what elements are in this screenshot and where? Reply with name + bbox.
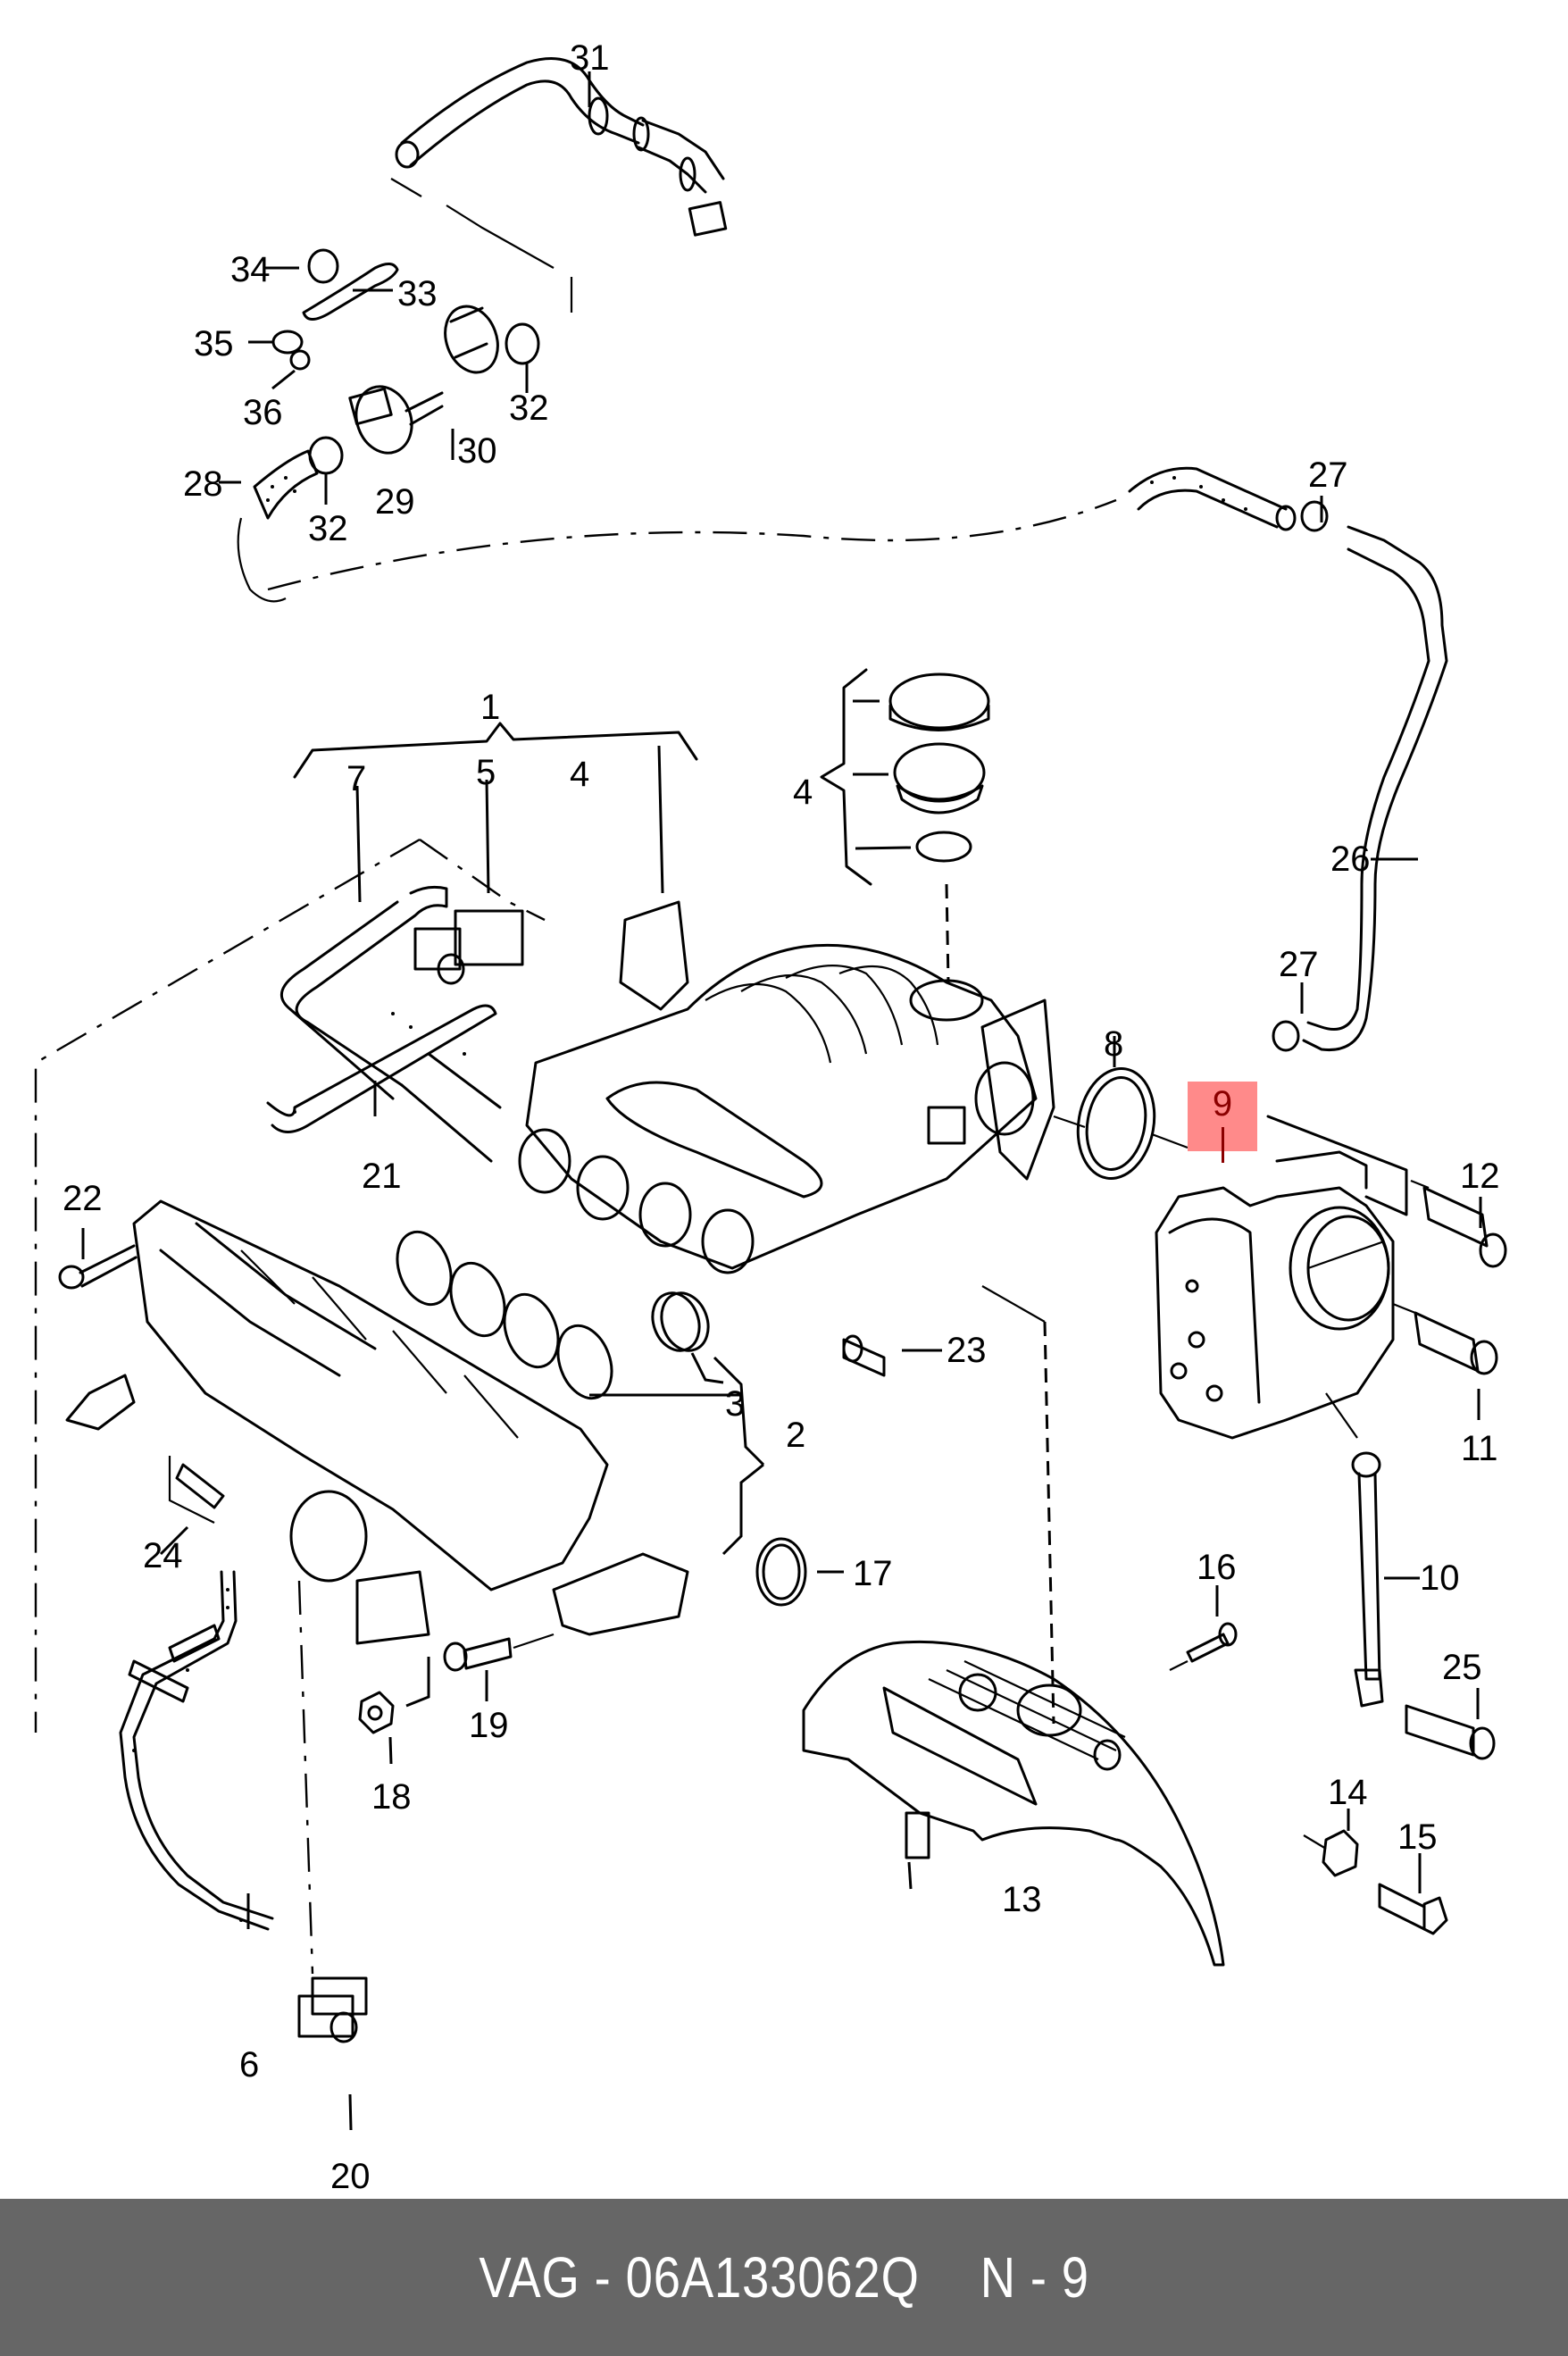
callout-11: 11 [1461,1429,1498,1468]
support-bracket-part-10 [1325,1392,1420,1708]
solenoid-valve-part-20 [297,1976,368,2131]
cap-assembly-part-4 [820,668,990,886]
lower-intake-manifold-part-2 [65,1199,689,1645]
callout-9-leader [1222,1127,1224,1163]
callout-33: 33 [397,274,438,313]
bracket-1 [293,722,698,779]
screw-part-22 [58,1228,138,1290]
callout-6: 6 [239,2045,259,2084]
callout-18: 18 [371,1777,412,1817]
part-number: 06A133062Q [625,2245,920,2310]
parts-diagram: 31 34 33 35 36 32 30 29 32 28 27 26 27 1… [34,38,1507,2196]
bolt-part-12 [1410,1179,1507,1268]
gasket-part-8 [1053,1036,1189,1180]
callout-35: 35 [194,324,234,363]
callout-28: 28 [183,464,223,504]
separator: - [594,2245,612,2310]
callout-8: 8 [1104,1024,1123,1064]
callout-3: 3 [725,1384,745,1424]
callout-30: 30 [457,431,497,471]
callout-14: 14 [1328,1773,1368,1812]
bolt-part-23 [842,1334,942,1377]
callout-15: 15 [1397,1817,1438,1857]
bolt-part-25 [1405,1704,1496,1760]
callout-34: 34 [230,250,271,289]
callout-25: 25 [1442,1648,1482,1687]
callout-4b: 4 [793,773,813,812]
callout-labels: 31 34 33 35 36 32 30 29 32 28 27 26 27 1… [63,38,1500,2196]
callout-32b: 32 [308,509,348,548]
solenoid-valve-part-5 [413,909,524,985]
hose-part-26 [1128,466,1448,1052]
position-label: N - 9 [980,2245,1089,2310]
gasket-part-17 [755,1537,844,1607]
callout-4a: 4 [570,755,589,794]
upper-intake-manifold [518,900,1055,1274]
callout-19: 19 [469,1706,509,1745]
callout-27b: 27 [1279,945,1319,984]
bolt-part-11 [1392,1302,1498,1375]
callout-21: 21 [362,1157,402,1196]
throttle-valve-module-part-9 [1155,1115,1408,1440]
part-number-footer: VAG - 06A133062Q N - 9 [0,2199,1568,2356]
callout-1: 1 [480,688,500,727]
callout-29: 29 [375,482,415,522]
footer-text: VAG - 06A133062Q N - 9 [479,2244,1089,2310]
hoses-7-21 [266,885,502,1163]
callout-36: 36 [243,393,283,432]
hose-part-6 [119,1570,274,1931]
callout-20: 20 [330,2157,371,2196]
callout-16: 16 [1197,1548,1237,1587]
callout-12: 12 [1460,1157,1500,1196]
bolt-part-19 [443,1633,555,1701]
brand: VAG [479,2245,580,2310]
callout-32a: 32 [509,388,549,428]
callout-26: 26 [1330,840,1371,879]
breather-hose-part-31 [390,57,728,313]
bolt-part-16 [1169,1585,1238,1671]
callout-9-highlighted: 9 [1212,1084,1233,1124]
callout-13: 13 [1002,1880,1042,1919]
breather-valve-assembly [237,248,540,603]
callout-27a: 27 [1308,455,1348,495]
callout-31: 31 [570,38,610,78]
hose-part-24 [159,1456,225,1556]
callout-22: 22 [63,1179,103,1218]
nut-part-14 [1303,1809,1359,1877]
callout-23: 23 [947,1331,987,1370]
callout-5: 5 [476,753,496,792]
bolt-part-15 [1378,1853,1448,1935]
seal-part-3 [589,1291,765,1556]
heat-shield-part-13 [802,1640,1225,1967]
nut-part-18 [358,1657,430,1765]
callout-24: 24 [143,1536,183,1575]
callout-17: 17 [853,1554,893,1593]
callout-2: 2 [786,1416,805,1455]
callout-10: 10 [1420,1558,1460,1598]
callout-7: 7 [346,759,366,798]
